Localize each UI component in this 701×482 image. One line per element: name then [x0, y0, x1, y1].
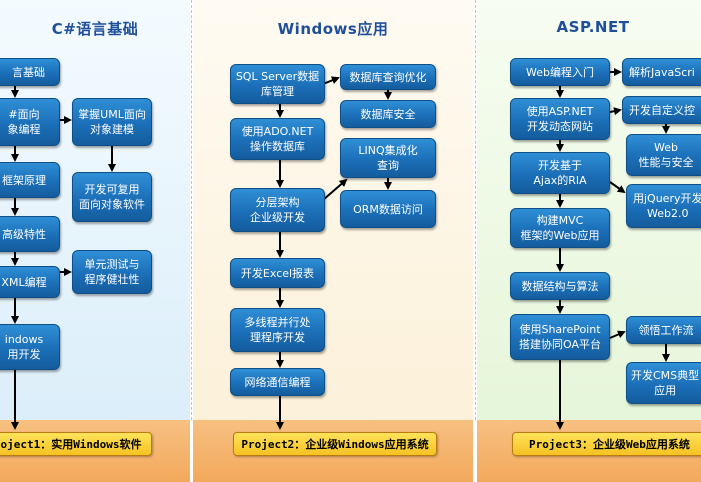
node-multithreading[interactable]: 多线程并行处 理程序开发 [230, 308, 325, 352]
column-divider [475, 0, 477, 420]
node-network-programming[interactable]: 网络通信编程 [230, 368, 325, 396]
node-linq[interactable]: LINQ集成化 查询 [340, 138, 436, 178]
column-divider [191, 0, 193, 420]
node-db-security[interactable]: 数据库安全 [340, 100, 436, 128]
project-1-badge[interactable]: oject1：实用Windows软件 [0, 432, 152, 456]
node-aspnet-sites[interactable]: 使用ASP.NET 开发动态网站 [510, 98, 610, 140]
node-windows-dev[interactable]: indows 用开发 [0, 324, 60, 370]
node-web-intro[interactable]: Web编程入门 [510, 58, 610, 86]
node-jquery[interactable]: 用jQuery开发 Web2.0 [626, 184, 701, 228]
node-excel-reports[interactable]: 开发Excel报表 [230, 258, 325, 288]
column-title: C#语言基础 [51, 20, 139, 38]
node-custom-controls[interactable]: 开发自定义控 [622, 96, 701, 124]
node-reusable-software[interactable]: 开发可复用 面向对象软件 [72, 172, 152, 222]
node-cms[interactable]: 开发CMS典型 应用 [626, 362, 701, 404]
node-unit-testing[interactable]: 单元测试与 程序健壮性 [72, 250, 152, 294]
node-sql-server[interactable]: SQL Server数据 库管理 [230, 64, 325, 104]
node-uml-modeling[interactable]: 掌握UML面向 对象建模 [72, 98, 152, 146]
node-ado-net[interactable]: 使用ADO.NET 操作数据库 [230, 118, 325, 160]
node-oop[interactable]: #面向 象编程 [0, 98, 60, 146]
node-xml-programming[interactable]: XML编程 [0, 266, 60, 298]
project-2-badge[interactable]: Project2：企业级Windows应用系统 [233, 432, 437, 456]
node-advanced-features[interactable]: 高级特性 [0, 216, 60, 252]
project-3-badge[interactable]: Project3：企业级Web应用系统 [512, 432, 701, 456]
node-query-optimization[interactable]: 数据库查询优化 [340, 64, 436, 90]
node-ajax-ria[interactable]: 开发基于 Ajax的RIA [510, 152, 610, 194]
column-title: ASP.NET [556, 18, 630, 36]
node-sharepoint-oa[interactable]: 使用SharePoint 搭建协同OA平台 [510, 314, 610, 360]
node-workflow[interactable]: 领悟工作流 [626, 316, 701, 344]
node-framework-principles[interactable]: 框架原理 [0, 162, 60, 198]
node-web-performance[interactable]: Web 性能与安全 [626, 134, 701, 176]
node-data-structures[interactable]: 数据结构与算法 [510, 272, 610, 300]
node-mvc-web[interactable]: 构建MVC 框架的Web应用 [510, 208, 610, 248]
node-language-basics[interactable]: 言基础 [0, 58, 60, 86]
node-layered-architecture[interactable]: 分层架构 企业级开发 [230, 188, 325, 232]
node-javascript[interactable]: 解析JavaScri [622, 58, 701, 86]
node-orm[interactable]: ORM数据访问 [340, 190, 436, 228]
column-title: Windows应用 [277, 20, 389, 38]
